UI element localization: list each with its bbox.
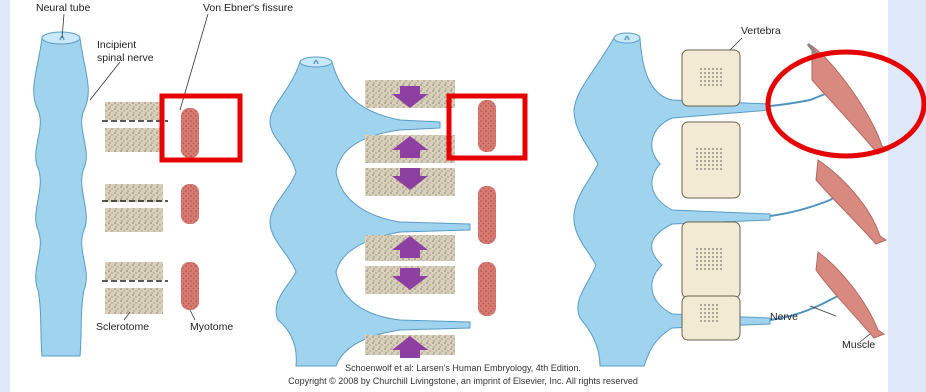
sclerotome-block: [105, 288, 163, 314]
myotome-block: [181, 108, 199, 158]
credit-line2: Copyright © 2008 by Churchill Livingston…: [0, 376, 926, 386]
label-incipient-line1: Incipient: [97, 40, 136, 52]
sclerotome-block: [105, 208, 163, 232]
myotome-block: [181, 262, 199, 310]
sclerotome-block: [105, 102, 163, 120]
sclerotome-block: [105, 262, 163, 280]
label-vertebra: Vertebra: [741, 26, 781, 38]
neural-tube-top: [614, 33, 640, 43]
label-muscle: Muscle: [842, 340, 875, 352]
label-myotome: Myotome: [190, 322, 233, 334]
neural-tube-top: [300, 57, 332, 67]
myotome-block: [478, 100, 496, 152]
myotome-block: [478, 186, 496, 244]
myotome-block: [181, 184, 199, 224]
neural-tube-stage1: [34, 38, 89, 356]
myotome-block: [478, 262, 496, 316]
label-neural-tube: Neural tube: [36, 3, 90, 15]
sclerotome-block: [105, 128, 163, 152]
sclerotome-block: [105, 184, 163, 202]
label-nerve: Nerve: [770, 312, 798, 324]
label-von-ebner-fissure: Von Ebner's fissure: [203, 3, 293, 15]
label-incipient-line2: spinal nerve: [97, 53, 154, 65]
label-sclerotome: Sclerotome: [96, 322, 149, 334]
credit-line1: Schoenwolf et al: Larsen's Human Embryol…: [0, 363, 926, 373]
